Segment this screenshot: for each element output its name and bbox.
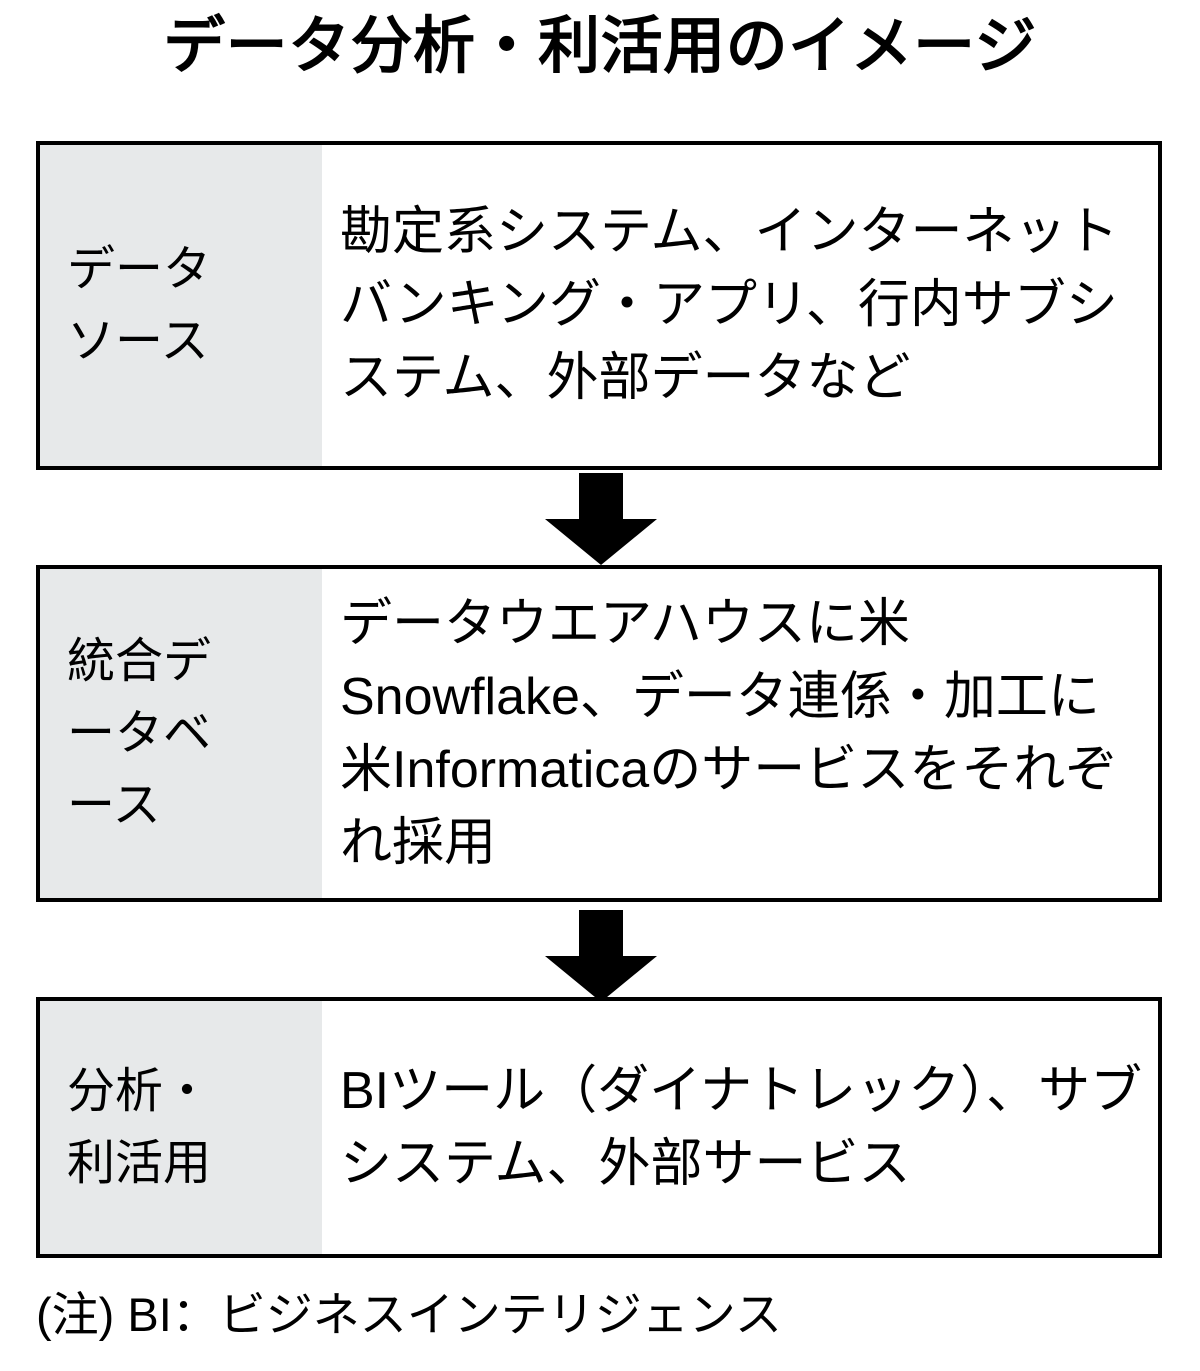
flow-row-label-cell: データ ソース <box>40 145 322 466</box>
flow-row-label-cell: 分析・ 利活用 <box>40 1001 322 1254</box>
down-arrow-icon <box>545 910 657 1002</box>
flow-row-content-cell: 勘定系システム、インターネットバンキング・アプリ、行内サブシステム、外部データな… <box>322 145 1158 466</box>
flow-row-label-text: データ ソース <box>67 242 212 368</box>
flow-row-label-text: 分析・ 利活用 <box>67 1064 212 1190</box>
flow-row-content-cell: データウエアハウスに米Snowflake、データ連係・加工に米Informati… <box>322 569 1158 898</box>
flow-row-integrated-database: 統合デ ータベ ース データウエアハウスに米Snowflake、データ連係・加工… <box>36 565 1162 902</box>
flow-row-content-text: BIツール（ダイナトレック）、サブシステム、外部サービス <box>340 1061 1143 1193</box>
flow-row-content-text: 勘定系システム、インターネットバンキング・アプリ、行内サブシステム、外部データな… <box>340 203 1119 407</box>
flow-row-analysis-utilization: 分析・ 利活用 BIツール（ダイナトレック）、サブシステム、外部サービス <box>36 997 1162 1258</box>
flow-row-content-cell: BIツール（ダイナトレック）、サブシステム、外部サービス <box>322 1001 1158 1254</box>
flow-row-label-text: 統合デ ータベ ース <box>67 634 212 832</box>
down-arrow-icon <box>545 473 657 565</box>
flow-row-content-text: データウエアハウスに米Snowflake、データ連係・加工に米Informati… <box>340 594 1118 872</box>
flow-row-label-cell: 統合デ ータベ ース <box>40 569 322 898</box>
page-title: データ分析・利活用のイメージ <box>163 12 1037 81</box>
footnote: (注) BI：ビジネスインテリジェンス <box>36 1288 782 1341</box>
flow-row-data-source: データ ソース 勘定系システム、インターネットバンキング・アプリ、行内サブシステ… <box>36 141 1162 470</box>
